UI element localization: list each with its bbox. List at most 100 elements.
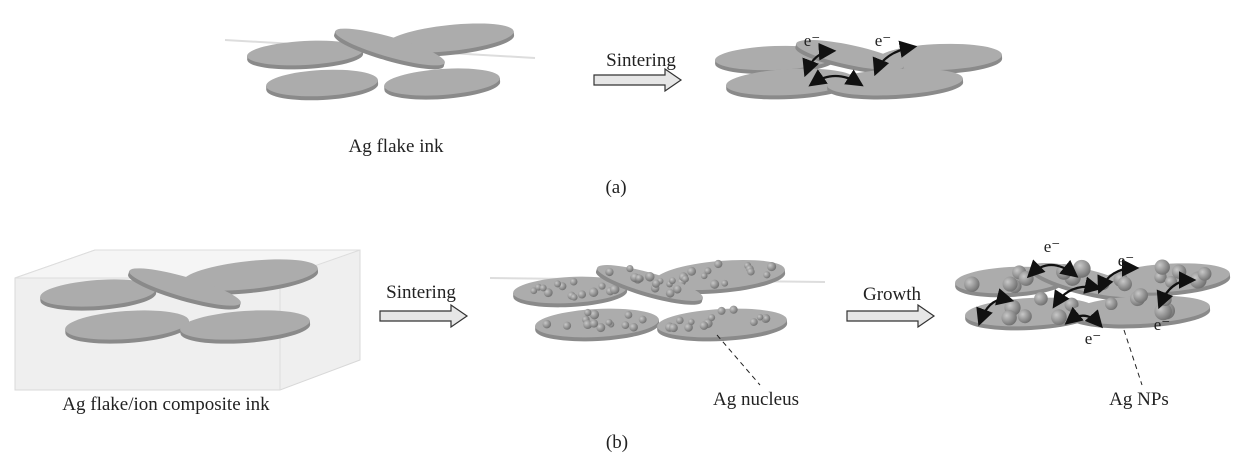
ag-flake bbox=[65, 310, 190, 344]
ag-nucleus-dot bbox=[609, 284, 620, 295]
ag-nucleus-dot bbox=[714, 259, 723, 269]
ag-nucleus-dot bbox=[669, 323, 678, 333]
electron-paths-a bbox=[802, 40, 918, 87]
ag-nucleus-dot bbox=[700, 272, 708, 280]
ag-nucleus-dot bbox=[598, 282, 606, 290]
ag-flake bbox=[827, 68, 964, 100]
ag-nucleus-dot bbox=[675, 316, 684, 325]
flake-group-with-nanoparticles bbox=[955, 259, 1231, 331]
ag-flake bbox=[657, 305, 788, 342]
ag-nucleus-dot bbox=[729, 305, 738, 314]
ag-flake bbox=[180, 310, 311, 344]
ag-nucleus-dot bbox=[710, 279, 720, 289]
electron-label: e⁻ bbox=[1154, 315, 1171, 334]
sintering-arrow-b: Sintering bbox=[379, 282, 469, 329]
panel-b: Sintering Growth e⁻ e⁻ e⁻ e⁻ Ag flake/io… bbox=[14, 237, 1231, 453]
ag-flake bbox=[40, 279, 157, 311]
ag-nucleus-dot bbox=[596, 323, 606, 333]
ag-nucleus-dot bbox=[665, 288, 675, 298]
electron-label: e⁻ bbox=[875, 31, 892, 50]
ag-nps-label: Ag NPs bbox=[1109, 389, 1169, 410]
ag-nucleus-dot bbox=[704, 267, 712, 275]
ag-flake bbox=[128, 268, 241, 310]
ag-nucleus-dot bbox=[605, 267, 614, 277]
nps-pointer-line bbox=[1123, 329, 1143, 386]
ag-nucleus-dot bbox=[749, 318, 758, 326]
ag-flake-ink-label: Ag flake ink bbox=[349, 136, 444, 157]
ag-nucleus-dot bbox=[569, 277, 578, 286]
ag-nucleus-dot bbox=[635, 274, 643, 283]
ag-flake bbox=[595, 265, 703, 305]
ag-nucleus-dot bbox=[621, 321, 630, 329]
ag-nucleus-dot bbox=[589, 309, 600, 320]
ag-nucleus-dot bbox=[539, 284, 547, 292]
ag-nucleus-dot bbox=[708, 314, 716, 322]
composite-ink-label: Ag flake/ion composite ink bbox=[62, 394, 270, 415]
ag-nucleus-dot bbox=[688, 318, 695, 326]
ag-flake bbox=[384, 68, 501, 100]
ag-flake bbox=[182, 259, 319, 295]
ag-nucleus-dot bbox=[651, 279, 661, 288]
ag-nucleus-dot bbox=[588, 287, 599, 297]
ag-nucleus-dot bbox=[530, 287, 538, 295]
ag-nucleus-dot bbox=[747, 267, 755, 276]
ag-nucleus-dot bbox=[673, 285, 682, 294]
electron-label: e⁻ bbox=[1044, 237, 1061, 256]
electron-label: e⁻ bbox=[1085, 329, 1102, 348]
ag-nucleus-dot bbox=[562, 321, 572, 330]
arrow-label: Sintering bbox=[606, 50, 676, 71]
ag-nucleus-dot bbox=[543, 288, 553, 298]
ag-nanoparticle bbox=[964, 276, 980, 292]
ag-nucleus-dot bbox=[577, 290, 587, 299]
growth-arrow: Growth bbox=[846, 284, 936, 329]
flake-group-ag-flake-ink bbox=[247, 23, 515, 101]
ag-nucleus-dot bbox=[542, 319, 552, 329]
panel-b-caption: (b) bbox=[606, 432, 628, 453]
ag-nucleus-dot bbox=[584, 308, 592, 317]
flake-group-nucleated bbox=[513, 259, 788, 342]
electron-paths-b bbox=[976, 259, 1197, 329]
sintering-arrow-a: Sintering bbox=[593, 50, 683, 93]
flake-group-sintered bbox=[715, 39, 1003, 100]
ag-flake bbox=[247, 40, 364, 70]
ag-nucleus-dot bbox=[767, 262, 777, 272]
hollow-arrow-icon bbox=[379, 303, 469, 329]
panel-a: Sintering e⁻ e⁻ Ag flake ink (a) bbox=[224, 23, 1003, 198]
ag-nanoparticle bbox=[1154, 259, 1170, 275]
ag-nanoparticle bbox=[1104, 297, 1118, 311]
ag-flake bbox=[513, 276, 628, 308]
ag-nucleus-dot bbox=[763, 271, 771, 279]
ag-nanoparticle bbox=[1002, 276, 1018, 292]
ag-nanoparticle bbox=[1017, 309, 1032, 324]
ag-nucleus-dot bbox=[684, 323, 693, 332]
ag-nanoparticle bbox=[1051, 309, 1067, 325]
nucleus-pointer-line bbox=[716, 334, 761, 386]
ag-nucleus-dot bbox=[717, 306, 726, 315]
ag-nucleus-dot bbox=[645, 271, 655, 282]
ag-nanoparticle bbox=[1197, 266, 1212, 281]
ag-flake bbox=[655, 259, 786, 295]
ag-nucleus-dot bbox=[699, 321, 709, 330]
hollow-arrow-icon bbox=[593, 67, 683, 93]
ag-nucleus-label: Ag nucleus bbox=[713, 389, 799, 410]
ag-nucleus-dot bbox=[629, 322, 638, 332]
ag-nucleus-dot bbox=[763, 315, 771, 322]
ag-nucleus-dot bbox=[624, 311, 633, 319]
ag-nucleus-dot bbox=[756, 313, 764, 321]
ag-nucleus-dot bbox=[687, 266, 697, 276]
ag-nucleus-dot bbox=[605, 318, 613, 326]
ag-nucleus-dot bbox=[638, 315, 647, 324]
ag-flake bbox=[334, 28, 445, 70]
electron-label: e⁻ bbox=[1118, 251, 1135, 270]
ag-nucleus-dot bbox=[570, 293, 578, 301]
hollow-arrow-icon bbox=[846, 303, 936, 329]
ag-nucleus-dot bbox=[554, 280, 562, 288]
electron-label: e⁻ bbox=[804, 31, 821, 50]
ag-flake bbox=[266, 69, 379, 101]
ag-nucleus-dot bbox=[626, 265, 634, 273]
ag-nucleus-dot bbox=[681, 275, 689, 283]
ag-nucleus-dot bbox=[668, 277, 676, 285]
arrow-label: Growth bbox=[863, 284, 922, 305]
arrow-label: Sintering bbox=[386, 282, 456, 303]
